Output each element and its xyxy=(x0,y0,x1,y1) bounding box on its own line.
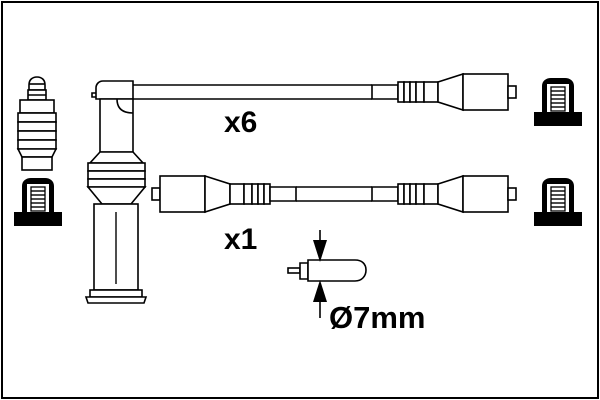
cable-section-detail xyxy=(287,259,367,282)
mounting-clip-bottom-right xyxy=(534,178,582,226)
dimension-arrows xyxy=(313,230,327,318)
rubber-boot-ribbed xyxy=(16,76,58,171)
mounting-clip-top-right xyxy=(534,78,582,126)
ignition-cable-lower xyxy=(151,174,517,214)
quantity-label-upper: x6 xyxy=(224,106,257,139)
mounting-clip-bottom-left xyxy=(14,178,62,226)
spark-plug-boot-90deg xyxy=(84,80,148,304)
quantity-label-lower: x1 xyxy=(224,223,257,256)
diameter-label: Ø7mm xyxy=(329,300,425,335)
ignition-cable-upper xyxy=(133,72,517,112)
